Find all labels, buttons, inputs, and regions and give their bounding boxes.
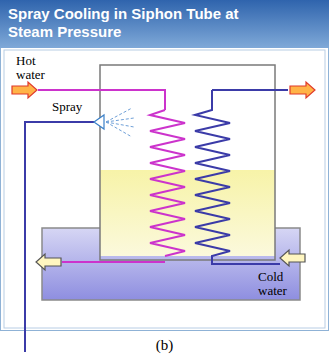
part-label: Cold water [258, 270, 298, 298]
title-banner-text: Spray Cooling in Siphon Tube at Steam Pr… [8, 5, 268, 41]
figure-caption: (b) [0, 337, 329, 354]
part-label: Spray [52, 100, 92, 114]
part-label: Hot water [16, 54, 62, 82]
